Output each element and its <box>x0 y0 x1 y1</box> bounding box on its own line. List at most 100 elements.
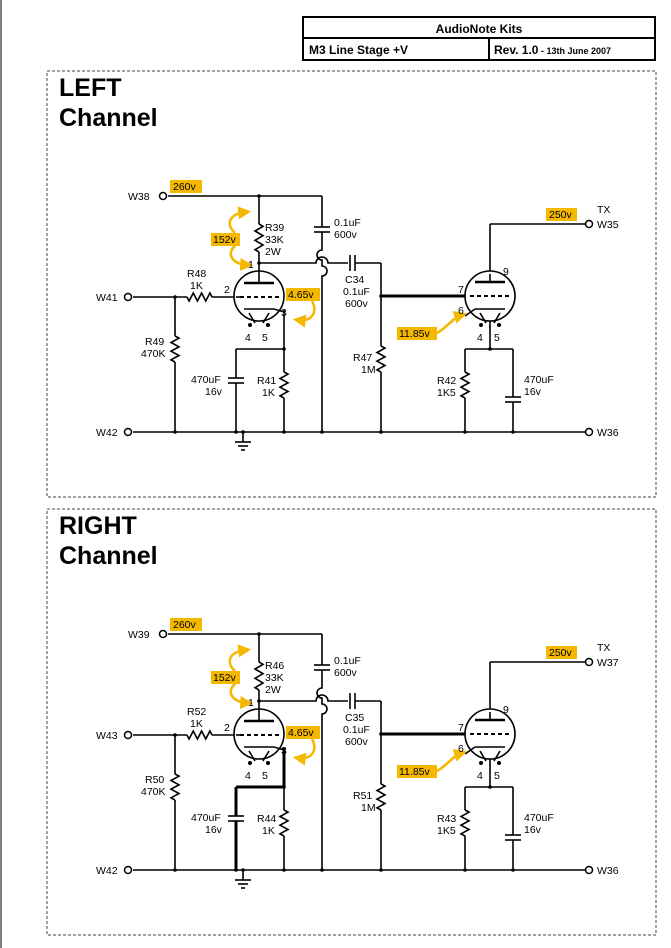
terminal-ground-right <box>584 427 594 437</box>
coupling-cap-rating: 600v <box>345 736 369 748</box>
section-frame <box>46 70 657 498</box>
voltage-cathode1-label: 4.65v <box>288 727 314 739</box>
terminal-bplus <box>158 191 168 201</box>
cathode-resistor-1-value: 1K <box>262 825 275 837</box>
grid-leak-2-value: 1M <box>361 364 376 376</box>
cathode-resistor-2 <box>459 809 471 837</box>
anode-resistor-1-ref: R46 <box>265 660 284 672</box>
title-block: AudioNote Kits M3 Line Stage +V Rev. 1.0… <box>302 16 656 61</box>
cathode-resistor-2-value: 1K5 <box>437 825 456 837</box>
tube2-pin-h2: 5 <box>494 332 500 344</box>
terminal-output <box>584 219 594 229</box>
tube2-pin-h1: 4 <box>477 332 483 344</box>
terminal-output <box>584 657 594 667</box>
cathode-resistor-1 <box>278 809 290 837</box>
grid-leak-1-ref: R50 <box>145 774 164 786</box>
coupling-cap-ref: C35 <box>345 712 364 724</box>
arrow-cathode1 <box>292 300 316 328</box>
voltage-tag-cathode1 <box>286 726 320 739</box>
arrow-cathode1 <box>292 738 316 766</box>
tube-2 <box>464 270 516 324</box>
anode-resistor-1-rating: 2W <box>265 684 281 696</box>
cathode-cap-1-rating: 16v <box>205 386 223 398</box>
terminal-ground-left-label: W42 <box>96 865 118 877</box>
left-channel-section: LEFT Channel <box>46 70 657 498</box>
voltage-tags: 260v 152v 4.65v 11.85v 250v <box>170 180 577 340</box>
grid-leak-2-ref: R51 <box>353 790 372 802</box>
voltage-anode2-label: 250v <box>549 209 573 221</box>
terminal-output-label: W37 <box>597 657 619 669</box>
title-company: AudioNote Kits <box>436 22 523 36</box>
tube2-pin-anode: 9 <box>503 266 509 278</box>
tube2-pin-cathode: 6 <box>458 305 464 317</box>
grid-leak-1-value: 470K <box>141 786 166 798</box>
voltage-cathode2-label: 11.85v <box>399 766 430 778</box>
terminal-ground-right-label: W36 <box>597 865 619 877</box>
arrow-cathode2 <box>436 749 467 773</box>
terminal-output-label: W35 <box>597 219 619 231</box>
grid-leak-2-value: 1M <box>361 802 376 814</box>
terminal-input-label: W41 <box>96 292 118 304</box>
grid-resistor-1-value: 1K <box>190 280 203 292</box>
grid-leak-resistor-1 <box>169 335 181 363</box>
cathode-resistor-1-ref: R44 <box>257 813 276 825</box>
supply-cap-value: 0.1uF <box>334 655 361 667</box>
cathode-cap-1-value: 470uF <box>191 374 221 386</box>
voltage-supply-label: 260v <box>173 181 197 193</box>
terminal-ground-right-label: W36 <box>597 427 619 439</box>
grid-leak-1-value: 470K <box>141 348 166 360</box>
anode-resistor-1-ref: R39 <box>265 222 284 234</box>
arrow-anode1-up <box>228 644 252 672</box>
section-heading-2: Channel <box>59 542 158 570</box>
tube1-pin-h2: 5 <box>262 332 268 344</box>
voltage-tag-cathode2 <box>397 327 437 340</box>
tube1-pin-h2: 5 <box>262 770 268 782</box>
supply-cap-rating: 600v <box>334 667 358 679</box>
cathode-resistor-1-value: 1K <box>262 387 275 399</box>
cathode-resistor-1-ref: R41 <box>257 375 276 387</box>
cathode-cap-2-rating: 16v <box>524 824 542 836</box>
title-rev: Rev. 1.0 <box>494 43 539 57</box>
cathode-cap-1-value: 470uF <box>191 812 221 824</box>
cathode-cap-2-rating: 16v <box>524 386 542 398</box>
tube1-pin-anode: 1 <box>248 697 254 709</box>
component-labels: W38 W41 W42 TX W35 W36 R39 33K 2W 0.1uF … <box>96 191 619 439</box>
tube1-pin-h1: 4 <box>245 770 251 782</box>
voltage-anode1-label: 152v <box>213 672 237 684</box>
voltage-tag-supply <box>170 618 202 631</box>
tube2-pin-anode: 9 <box>503 704 509 716</box>
voltage-anode2-label: 250v <box>549 647 573 659</box>
anode-resistor-1-value: 33K <box>265 672 284 684</box>
grid-resistor-1-ref: R48 <box>187 268 206 280</box>
right-channel-section: RIGHT Channel <box>46 508 657 936</box>
voltage-tag-cathode2 <box>397 765 437 778</box>
anode-resistor-1 <box>253 223 265 253</box>
arrow-cathode2 <box>436 311 467 335</box>
grid-leak-1-ref: R49 <box>145 336 164 348</box>
title-date: - 13th June 2007 <box>538 46 611 56</box>
grid-leak-resistor-2 <box>375 783 387 811</box>
terminal-input-label: W43 <box>96 730 118 742</box>
terminal-ground-left <box>123 427 133 437</box>
component-labels: W39 W43 W42 TX W37 W36 R46 33K 2W 0.1uF … <box>96 629 619 877</box>
terminal-input <box>123 292 133 302</box>
voltage-anode1-label: 152v <box>213 234 237 246</box>
tube1-pin-cathode: 3 <box>281 745 287 757</box>
terminal-tx-label: TX <box>597 642 610 654</box>
grid-leak-2-ref: R47 <box>353 352 372 364</box>
title-project: M3 Line Stage +V <box>309 43 408 57</box>
terminal-ground-left <box>123 865 133 875</box>
voltage-arrows <box>228 206 467 335</box>
coupling-cap-value: 0.1uF <box>343 286 370 298</box>
coupling-cap-ref: C34 <box>345 274 364 286</box>
supply-cap-value: 0.1uF <box>334 217 361 229</box>
cathode-resistor-1 <box>278 371 290 399</box>
arrow-anode1-up <box>228 206 252 234</box>
coupling-cap-value: 0.1uF <box>343 724 370 736</box>
tube1-pin-grid: 2 <box>224 284 230 296</box>
terminal-bplus <box>158 629 168 639</box>
voltage-tag-cathode1 <box>286 288 320 301</box>
terminal-bplus-label: W39 <box>128 629 150 641</box>
cathode-resistor-2-ref: R42 <box>437 375 456 387</box>
terminal-tx-label: TX <box>597 204 610 216</box>
